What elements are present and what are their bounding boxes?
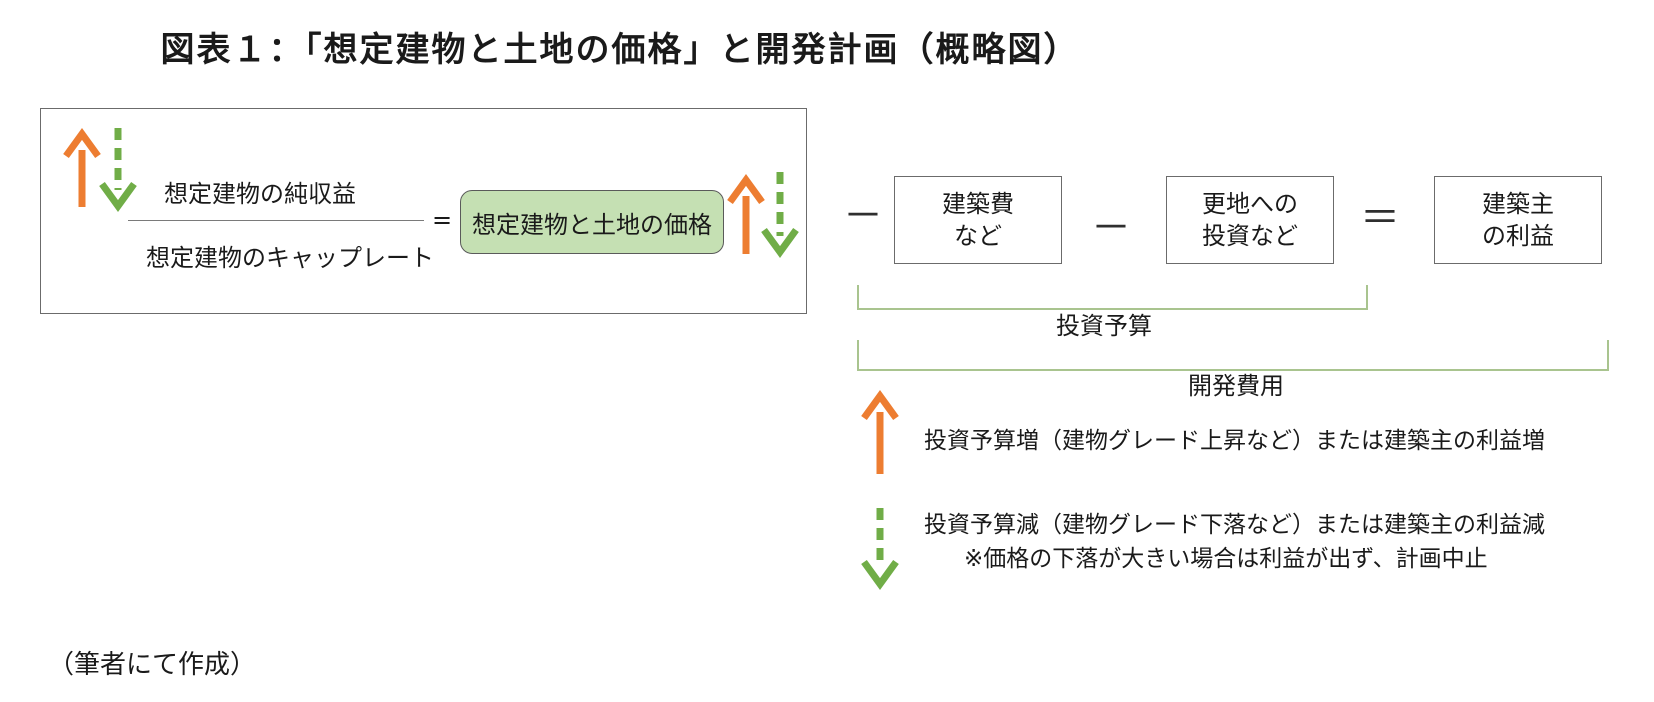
investment-budget-label: 投資予算 — [1056, 312, 1152, 340]
land-investment-line-1: 更地への — [1202, 189, 1298, 218]
land-investment-line-2: 投資など — [1202, 222, 1298, 250]
builder-profit-box: 建築主の利益 — [1434, 176, 1602, 264]
legend-down-text: 投資予算減（建物グレード下落など）または建築主の利益減 — [924, 512, 1545, 538]
investment-budget-bracket — [857, 285, 1368, 310]
minus-sign-2: － — [1091, 205, 1131, 251]
numerator: 想定建物の純収益 — [164, 180, 356, 208]
fraction-line — [128, 220, 424, 221]
legend-down-arrow-icon — [861, 508, 899, 590]
development-cost-bracket — [857, 340, 1609, 371]
legend-up-text: 投資予算増（建物グレード上昇など）または建築主の利益増 — [924, 428, 1545, 454]
land-investment-box: 更地への投資など — [1166, 176, 1334, 264]
price-down-arrow-head — [761, 227, 799, 258]
price-up-arrow-icon — [727, 174, 765, 254]
formula-box — [40, 108, 807, 314]
builder-profit-line-1: 建築主 — [1482, 189, 1554, 218]
legend-down-arrow-head — [861, 559, 899, 590]
formula-up-arrow-icon — [63, 128, 101, 207]
legend-down-note: ※価格の下落が大きい場合は利益が出ず、計画中止 — [964, 546, 1488, 572]
construction-cost-box: 建築費など — [894, 176, 1062, 264]
source-note: （筆者にて作成） — [48, 650, 257, 680]
price-up-arrow-head — [727, 174, 765, 205]
construction-cost-line-1: 建築費 — [942, 189, 1014, 218]
price-down-arrow-icon — [761, 172, 799, 258]
legend-up-arrow-head — [861, 390, 899, 421]
development-cost-label: 開発費用 — [1188, 372, 1284, 400]
equals-sign: ＝ — [1360, 195, 1400, 241]
formula-up-arrow-head — [63, 128, 101, 159]
construction-cost-line-2: など — [954, 222, 1002, 250]
denominator: 想定建物のキャップレート — [146, 244, 434, 272]
formula-equals-sign: = — [432, 206, 453, 234]
price-box: 想定建物と土地の価格 — [460, 190, 724, 254]
formula-down-arrow-icon — [99, 128, 137, 212]
formula-down-arrow-head — [99, 181, 137, 212]
builder-profit-line-2: の利益 — [1482, 222, 1554, 250]
legend-up-arrow-icon — [861, 390, 899, 474]
figure-title: 図表１：「想定建物と土地の価格」と開発計画（概略図） — [160, 30, 1080, 70]
minus-sign-1: － — [843, 193, 883, 239]
